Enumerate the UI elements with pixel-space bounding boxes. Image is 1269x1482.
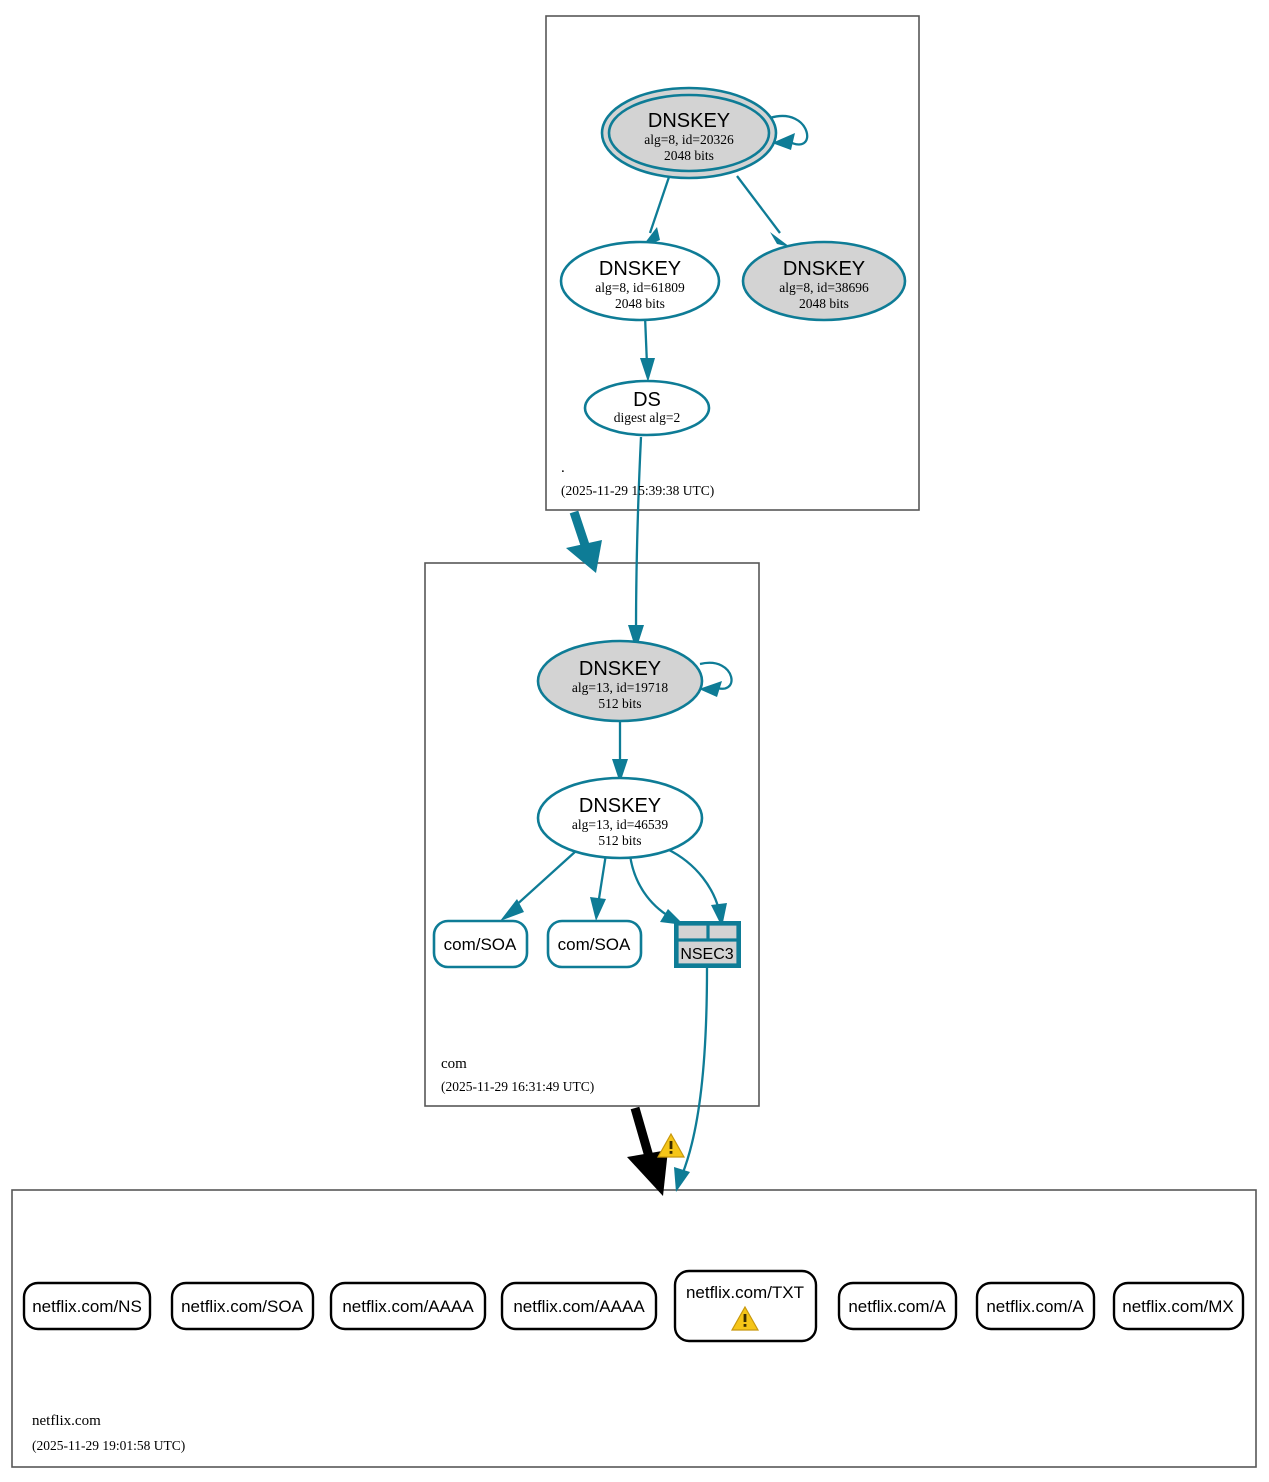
zone-timestamp-root: (2025-11-29 15:39:38 UTC) bbox=[561, 483, 714, 498]
node-com-nsec3-label: NSEC3 bbox=[680, 946, 733, 963]
edge-root-ksk-to-key38696 bbox=[736, 175, 790, 247]
node-root-dnskey-38696-bits: 2048 bits bbox=[799, 296, 849, 311]
insecure-delegation-warning-icon bbox=[656, 1132, 686, 1158]
node-com-dnskey-46539[interactable]: DNSKEY alg=13, id=46539 512 bits bbox=[536, 776, 704, 860]
record-node-netflix-aaaa-2-label: netflix.com/AAAA bbox=[513, 1297, 645, 1316]
record-node-netflix-txt[interactable]: netflix.com/TXT bbox=[673, 1269, 818, 1343]
node-com-dnskey-19718-bits: 512 bits bbox=[598, 696, 641, 711]
node-com-soa-1-label: com/SOA bbox=[444, 935, 517, 954]
edge-com-zsk-to-soa-2 bbox=[590, 853, 608, 921]
node-com-nsec3[interactable]: NSEC3 bbox=[674, 921, 741, 968]
record-node-netflix-ns[interactable]: netflix.com/NS bbox=[22, 1281, 152, 1331]
edge-secure-delegation-root-to-com bbox=[566, 510, 602, 573]
zone-timestamp-netflix: (2025-11-29 19:01:58 UTC) bbox=[32, 1438, 185, 1453]
node-root-dnskey-61809-title: DNSKEY bbox=[599, 258, 681, 280]
node-root-dnskey-20326-title: DNSKEY bbox=[648, 110, 730, 132]
zone-timestamp-com: (2025-11-29 16:31:49 UTC) bbox=[441, 1079, 594, 1094]
record-node-netflix-aaaa-1-label: netflix.com/AAAA bbox=[342, 1297, 474, 1316]
node-com-soa-2[interactable]: com/SOA bbox=[546, 919, 643, 969]
node-root-dnskey-61809[interactable]: DNSKEY alg=8, id=61809 2048 bits bbox=[559, 240, 721, 322]
edge-com-ksk-selfsign bbox=[699, 661, 733, 697]
zone-label-netflix: netflix.com bbox=[32, 1413, 101, 1429]
record-node-netflix-a-1-label: netflix.com/A bbox=[848, 1297, 946, 1316]
edge-root-ksk-selfsign bbox=[769, 114, 809, 150]
record-node-netflix-mx[interactable]: netflix.com/MX bbox=[1112, 1281, 1245, 1331]
record-node-netflix-aaaa-2[interactable]: netflix.com/AAAA bbox=[500, 1281, 658, 1331]
zone-label-com: com bbox=[441, 1056, 467, 1072]
edge-com-zsk-to-soa-1 bbox=[500, 850, 577, 921]
node-com-soa-1[interactable]: com/SOA bbox=[432, 919, 529, 969]
node-com-soa-2-label: com/SOA bbox=[558, 935, 631, 954]
record-node-netflix-mx-label: netflix.com/MX bbox=[1122, 1297, 1233, 1316]
node-com-dnskey-46539-bits: 512 bits bbox=[598, 833, 641, 848]
edge-ds-to-com-dnskey bbox=[628, 436, 644, 650]
node-root-dnskey-20326[interactable]: DNSKEY alg=8, id=20326 2048 bits bbox=[600, 86, 778, 180]
edge-nsec3-to-netflix-zone bbox=[674, 967, 709, 1192]
node-com-dnskey-46539-alg: alg=13, id=46539 bbox=[572, 817, 668, 832]
record-node-netflix-soa[interactable]: netflix.com/SOA bbox=[170, 1281, 315, 1331]
node-com-dnskey-46539-title: DNSKEY bbox=[579, 795, 661, 817]
node-root-dnskey-61809-bits: 2048 bits bbox=[615, 296, 665, 311]
record-node-netflix-soa-label: netflix.com/SOA bbox=[181, 1297, 304, 1316]
record-node-netflix-a-1[interactable]: netflix.com/A bbox=[837, 1281, 958, 1331]
node-com-dnskey-19718[interactable]: DNSKEY alg=13, id=19718 512 bits bbox=[536, 639, 704, 723]
node-root-dnskey-61809-alg: alg=8, id=61809 bbox=[595, 280, 685, 295]
node-com-dnskey-19718-alg: alg=13, id=19718 bbox=[572, 680, 668, 695]
edge-root-zsk-to-ds bbox=[640, 315, 655, 382]
node-root-dnskey-38696-alg: alg=8, id=38696 bbox=[779, 280, 869, 295]
record-warning-icon-txt bbox=[730, 1305, 760, 1331]
node-root-dnskey-20326-alg: alg=8, id=20326 bbox=[644, 132, 734, 147]
node-root-ds-digest: digest alg=2 bbox=[614, 410, 680, 425]
edge-com-ksk-to-zsk bbox=[612, 717, 628, 783]
node-root-ds[interactable]: DS digest alg=2 bbox=[583, 379, 711, 437]
zone-label-root: . bbox=[561, 460, 565, 476]
record-node-netflix-aaaa-1[interactable]: netflix.com/AAAA bbox=[329, 1281, 487, 1331]
node-root-dnskey-38696-title: DNSKEY bbox=[783, 258, 865, 280]
node-root-dnskey-20326-bits: 2048 bits bbox=[664, 148, 714, 163]
node-root-dnskey-38696[interactable]: DNSKEY alg=8, id=38696 2048 bits bbox=[741, 240, 907, 322]
node-root-ds-title: DS bbox=[633, 389, 661, 411]
record-node-netflix-ns-label: netflix.com/NS bbox=[32, 1297, 142, 1316]
record-node-netflix-txt-label: netflix.com/TXT bbox=[686, 1283, 804, 1302]
node-com-dnskey-19718-title: DNSKEY bbox=[579, 658, 661, 680]
record-node-netflix-a-2-label: netflix.com/A bbox=[986, 1297, 1084, 1316]
record-node-netflix-a-2[interactable]: netflix.com/A bbox=[975, 1281, 1096, 1331]
edge-insecure-delegation-com-to-netflix bbox=[627, 1106, 668, 1196]
